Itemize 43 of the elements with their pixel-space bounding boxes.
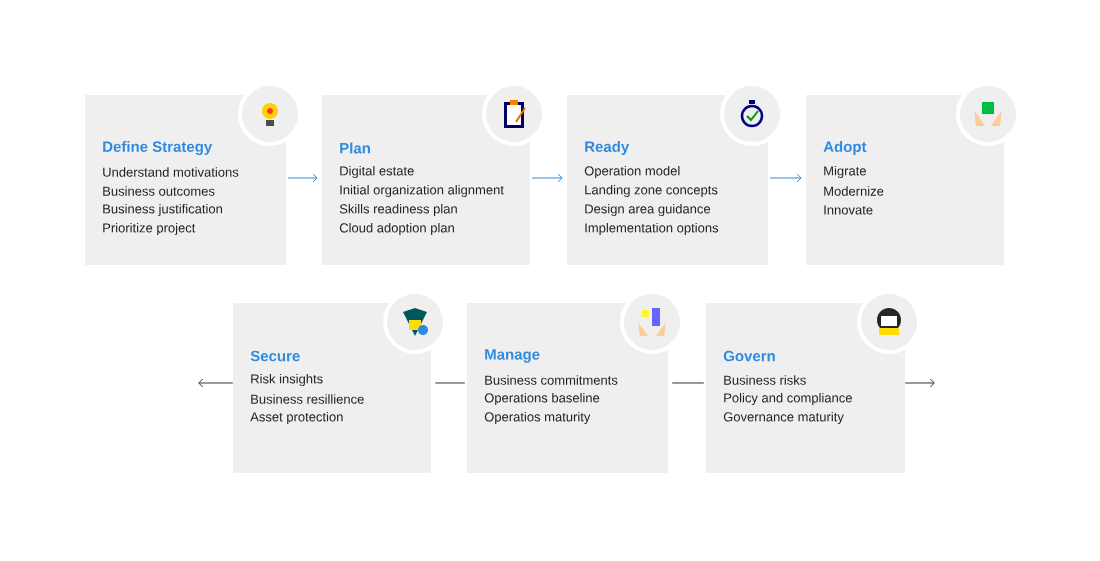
list-item: Modernize — [824, 186, 884, 196]
list-item: Business commitments — [485, 375, 618, 385]
list-item: Initial organization alignment — [340, 184, 504, 198]
list-item: Digital estate — [340, 165, 414, 179]
step-box — [706, 303, 905, 473]
step-heading: Manage — [485, 349, 540, 363]
arrow — [769, 173, 802, 183]
list-item: Operations baseline — [484, 392, 600, 406]
step-heading: Secure — [250, 350, 300, 362]
step-box — [233, 303, 431, 473]
list-item: Business risks — [724, 375, 806, 385]
step-box — [322, 95, 530, 265]
arrow — [531, 173, 563, 183]
step-box — [85, 95, 286, 265]
step-box — [806, 95, 1004, 265]
list-item: Cloud adoption plan — [339, 222, 454, 236]
list-item: Policy and compliance — [724, 392, 852, 406]
step-box — [567, 95, 768, 265]
list-item: Business resillience — [251, 394, 364, 404]
list-item: Design area guidance — [585, 203, 711, 217]
list-item: Innovate — [824, 205, 873, 215]
list-item: Business outcomes — [103, 186, 215, 196]
step-heading: Adopt — [823, 141, 867, 155]
step-heading: Plan — [340, 142, 370, 154]
arrow — [287, 173, 318, 183]
list-item: Skills readiness plan — [339, 203, 457, 217]
arrow — [198, 378, 234, 388]
list-item: Business justification — [103, 203, 222, 217]
list-item: Operatios maturity — [484, 411, 591, 425]
step-heading: Govern — [723, 350, 775, 362]
step-heading: Ready — [585, 141, 630, 155]
list-item: Implementation options — [585, 222, 719, 236]
list-item: Migrate — [824, 165, 866, 179]
list-item: Governance maturity — [723, 411, 844, 425]
step-box — [467, 303, 668, 473]
step-heading: Define Strategy — [103, 140, 213, 155]
list-item: Prioritize project — [103, 222, 196, 236]
list-item: Understand motivations — [103, 167, 239, 177]
list-item: Landing zone concepts — [585, 184, 718, 198]
list-item: Asset protection — [250, 411, 343, 425]
list-item: Risk insights — [251, 373, 323, 387]
list-item: Operation model — [584, 165, 680, 179]
arrow — [904, 378, 935, 388]
